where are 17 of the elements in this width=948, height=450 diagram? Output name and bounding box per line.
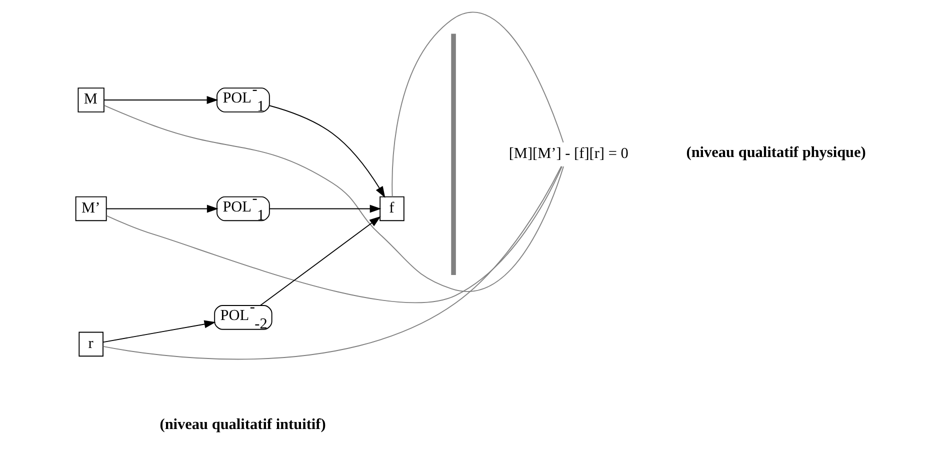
connector (103, 104, 564, 292)
arrow (103, 96, 218, 104)
arrow (102, 320, 216, 343)
node-box: M’ (74, 196, 106, 222)
node-box: r (78, 332, 103, 357)
label: (niveau qualitatif intuitif) (159, 416, 326, 433)
node-box: f (379, 196, 404, 222)
label: (niveau qualitatif physique) (686, 144, 866, 162)
connector (102, 166, 562, 360)
connector (391, 12, 564, 198)
node-text: [M][M’] - [f][r] = 0 (508, 144, 628, 162)
node-box: M (77, 88, 104, 112)
arrow (268, 105, 385, 198)
arrow (105, 204, 218, 213)
arrow (268, 204, 381, 213)
connector (106, 166, 562, 304)
arrow (259, 216, 380, 306)
